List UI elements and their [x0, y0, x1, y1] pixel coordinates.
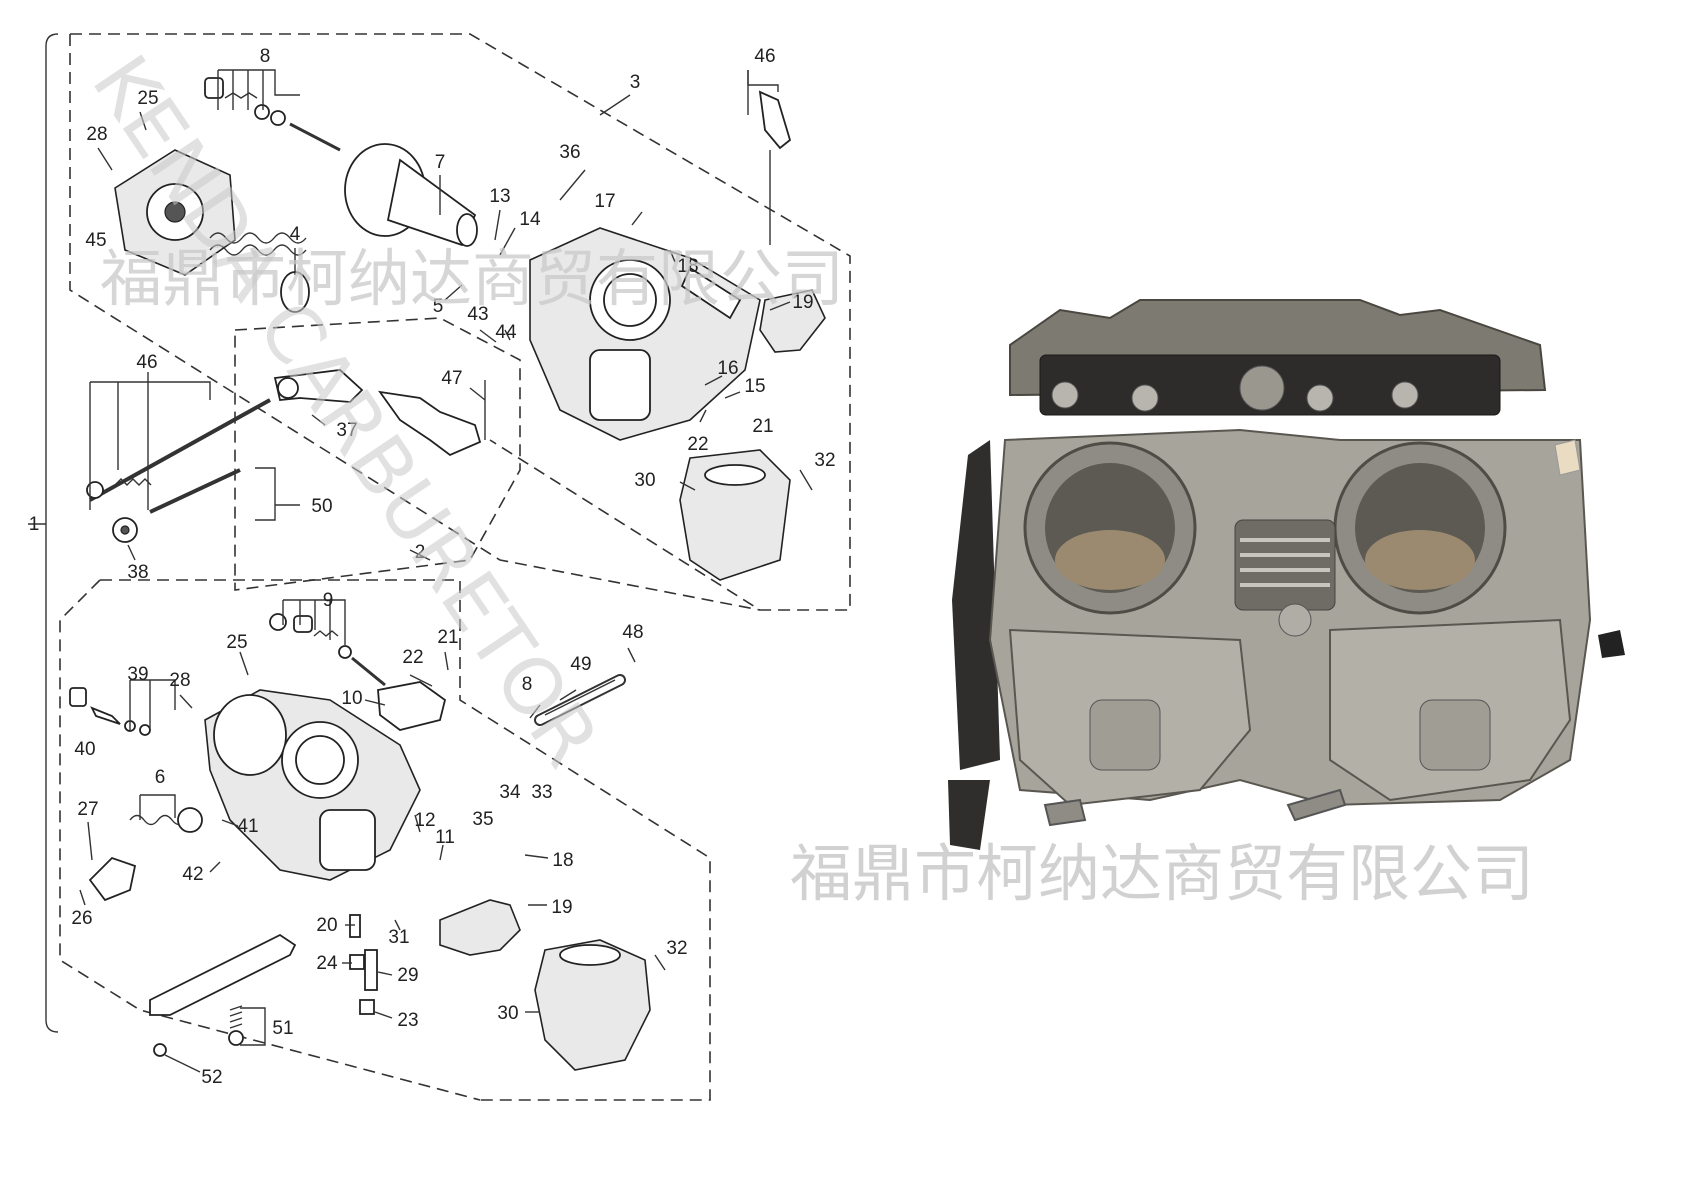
callout: 2: [415, 542, 426, 563]
callout: 12: [414, 810, 435, 831]
spring-screws-lower: [153, 1005, 244, 1057]
pilot-screw-lower: [69, 687, 151, 736]
callout: 36: [559, 142, 580, 163]
shaft-lower: [544, 679, 616, 716]
callout: 26: [71, 908, 92, 929]
jet-pipe: [534, 674, 626, 726]
callout: 21: [752, 416, 773, 437]
intake-elbow-lower: [439, 899, 521, 956]
needle-set-upper: [204, 77, 341, 152]
float-chamber-gasket-lower: [377, 681, 447, 731]
callout: 39: [127, 664, 148, 685]
callout: 18: [552, 850, 573, 871]
float-bowl-lower: [534, 939, 651, 1071]
callout: 18: [677, 256, 698, 277]
callout: 24: [316, 953, 338, 974]
callout: 10: [341, 688, 362, 709]
callout: 5: [433, 296, 444, 317]
accelerator-pump-lower: [88, 807, 203, 902]
callout: 6: [155, 767, 166, 788]
callout: 33: [531, 782, 552, 803]
callout: 49: [570, 654, 591, 675]
cover-plate-upper: [114, 149, 236, 276]
callout: 28: [169, 670, 190, 691]
mounting-bracket-lower: [149, 933, 297, 1016]
callout: 28: [86, 124, 107, 145]
callout: 31: [388, 927, 409, 948]
callout: 21: [437, 627, 458, 648]
callout: 30: [634, 470, 655, 491]
callout: 22: [687, 434, 708, 455]
callout: 11: [435, 827, 455, 848]
lower-carburetor-boundary: [59, 579, 711, 1101]
callout: 19: [551, 897, 572, 918]
callout: 14: [519, 209, 541, 230]
callout: 32: [814, 450, 835, 471]
callout: 17: [594, 191, 615, 212]
callout: 4: [290, 224, 301, 245]
callout: 37: [336, 420, 357, 441]
callout: 30: [497, 1003, 518, 1024]
callout: 27: [77, 799, 98, 820]
callout: 15: [744, 376, 765, 397]
linkage-shafts: [86, 398, 271, 543]
callout: 13: [489, 186, 510, 207]
callout-labels: 1 8 25 28 45 7 4 3 46 36 13 14 17 18 5 4…: [29, 46, 836, 1088]
callout: 50: [311, 496, 332, 517]
callout: 29: [397, 965, 418, 986]
linkage-bracket: [378, 380, 486, 457]
callout: 3: [630, 72, 641, 93]
callout: 35: [472, 809, 493, 830]
carburetor-photo: [948, 299, 1625, 850]
vacuum-piston-upper: [344, 143, 478, 247]
needle-set-lower: [269, 613, 386, 687]
callout: 22: [402, 647, 423, 668]
callout: 43: [467, 304, 488, 325]
callout: 48: [622, 622, 643, 643]
throttle-lever: [273, 369, 364, 403]
carb-body-lower: [204, 689, 421, 881]
callout: 45: [85, 230, 106, 251]
callout: 1: [29, 514, 40, 535]
callout: 34: [499, 782, 521, 803]
callout: 41: [237, 816, 258, 837]
callout: 51: [272, 1018, 293, 1039]
watermark-company-upper: 福鼎市柯纳达商贸有限公司: [100, 242, 844, 315]
callout: 23: [397, 1010, 418, 1031]
callout: 38: [127, 562, 148, 583]
callout: 9: [323, 590, 334, 611]
callout: 19: [792, 292, 813, 313]
leader-lines: [79, 69, 813, 1073]
watermark-company-lower: 福鼎市柯纳达商贸有限公司: [790, 837, 1534, 910]
callout: 25: [137, 88, 158, 109]
callout: 16: [717, 358, 738, 379]
callout: 8: [522, 674, 533, 695]
carb-body-upper: [529, 227, 761, 441]
upper-carburetor-boundary: [69, 33, 851, 611]
callout: 8: [260, 46, 271, 67]
callout: 44: [495, 322, 517, 343]
float-bowl-upper: [679, 449, 791, 581]
callout: 20: [316, 915, 337, 936]
assembly-bracket: [28, 33, 59, 1033]
callout: 47: [441, 368, 462, 389]
linkage-boundary: [234, 317, 521, 591]
callout: 46: [754, 46, 775, 67]
intake-elbow-upper: [759, 289, 826, 353]
callout: 25: [226, 632, 247, 653]
callout: 46: [136, 352, 157, 373]
callout: 42: [182, 864, 203, 885]
watermark-diagonal: KENDA CARBURETOR: [74, 40, 616, 783]
callout: 7: [435, 152, 446, 173]
jets-lower: [349, 914, 378, 1015]
callout: 52: [201, 1067, 222, 1088]
callout: 32: [666, 938, 687, 959]
choke-lever-upper: [758, 90, 792, 245]
callout: 40: [74, 739, 95, 760]
